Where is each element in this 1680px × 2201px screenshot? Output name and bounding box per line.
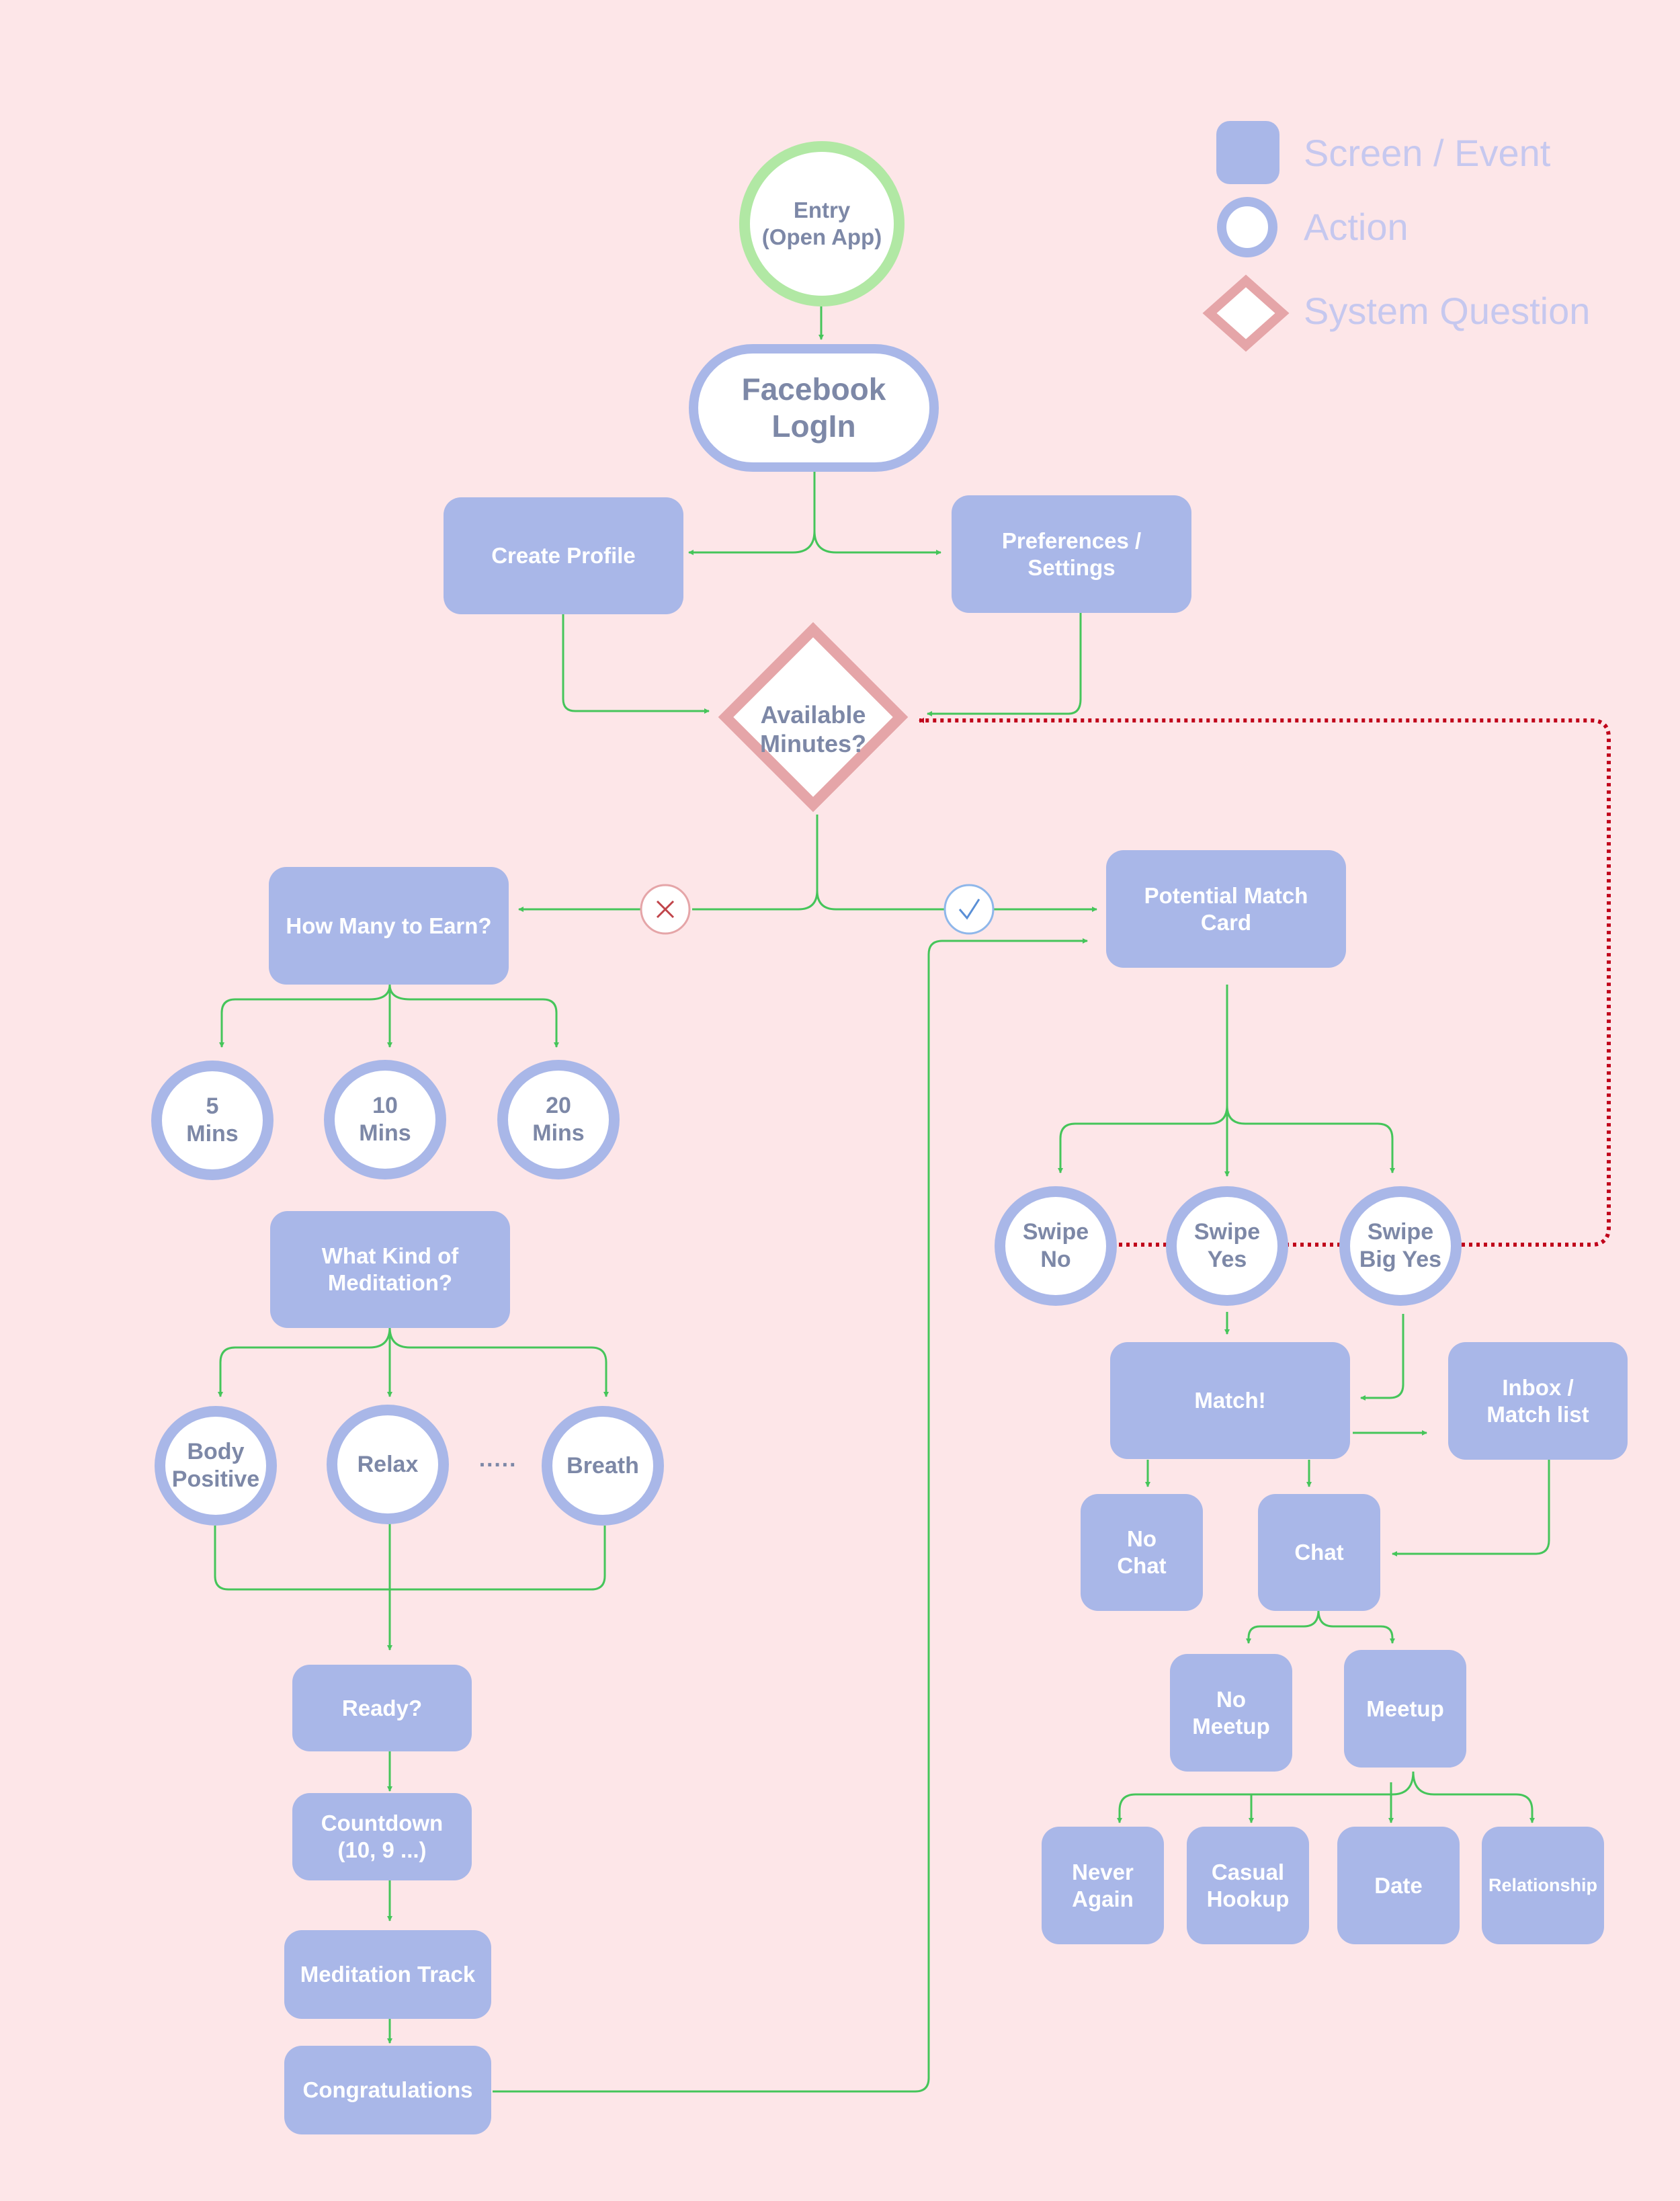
relax-node: Relax	[327, 1405, 449, 1524]
casual-hookup-node: Casual Hookup	[1187, 1827, 1309, 1944]
swipe-big-yes-node: Swipe Big Yes	[1339, 1186, 1462, 1306]
ready-node: Ready?	[292, 1665, 472, 1751]
preferences-settings-node: Preferences / Settings	[952, 495, 1191, 613]
facebook-login-node: Facebook LogIn	[689, 344, 939, 472]
legend-screen-event-label: Screen / Event	[1304, 132, 1551, 174]
more-options-ellipsis: ·····	[478, 1452, 517, 1478]
create-profile-node: Create Profile	[444, 497, 683, 614]
ten-mins-node: 10 Mins	[324, 1060, 446, 1179]
no-meetup-node: No Meetup	[1170, 1654, 1292, 1772]
available-minutes-label: Available Minutes?	[760, 700, 866, 757]
potential-match-card-node: Potential Match Card	[1106, 850, 1346, 968]
countdown-node: Countdown (10, 9 ...)	[292, 1793, 472, 1880]
meditation-track-node: Meditation Track	[284, 1930, 491, 2019]
date-node: Date	[1337, 1827, 1460, 1944]
five-mins-node: 5 Mins	[151, 1061, 274, 1180]
swipe-yes-node: Swipe Yes	[1166, 1186, 1288, 1306]
available-minutes-diamond	[718, 622, 909, 813]
how-many-to-earn-node: How Many to Earn?	[269, 867, 509, 985]
legend-question-swatch	[1202, 274, 1290, 352]
what-kind-of-meditation-node: What Kind of Meditation?	[270, 1211, 510, 1328]
no-chat-node: No Chat	[1081, 1494, 1203, 1611]
inbox-match-list-node: Inbox / Match list	[1448, 1342, 1628, 1460]
legend-action-label: Action	[1304, 206, 1409, 248]
congratulations-node: Congratulations	[284, 2046, 491, 2134]
check-mark-icon	[943, 884, 995, 935]
legend-system-question-label: System Question	[1304, 290, 1591, 332]
relationship-node: Relationship	[1482, 1827, 1604, 1944]
body-positive-node: Body Positive	[155, 1406, 277, 1526]
breath-node: Breath	[542, 1406, 664, 1526]
legend-screen-swatch	[1216, 121, 1279, 184]
chat-node: Chat	[1258, 1494, 1380, 1611]
never-again-node: Never Again	[1042, 1827, 1164, 1944]
meetup-node: Meetup	[1344, 1650, 1466, 1768]
entry-node: Entry (Open App)	[739, 141, 905, 306]
x-mark-icon	[640, 884, 691, 935]
legend-action-swatch	[1217, 197, 1277, 257]
twenty-mins-node: 20 Mins	[497, 1060, 620, 1179]
match-node: Match!	[1110, 1342, 1350, 1459]
swipe-no-node: Swipe No	[995, 1186, 1117, 1306]
